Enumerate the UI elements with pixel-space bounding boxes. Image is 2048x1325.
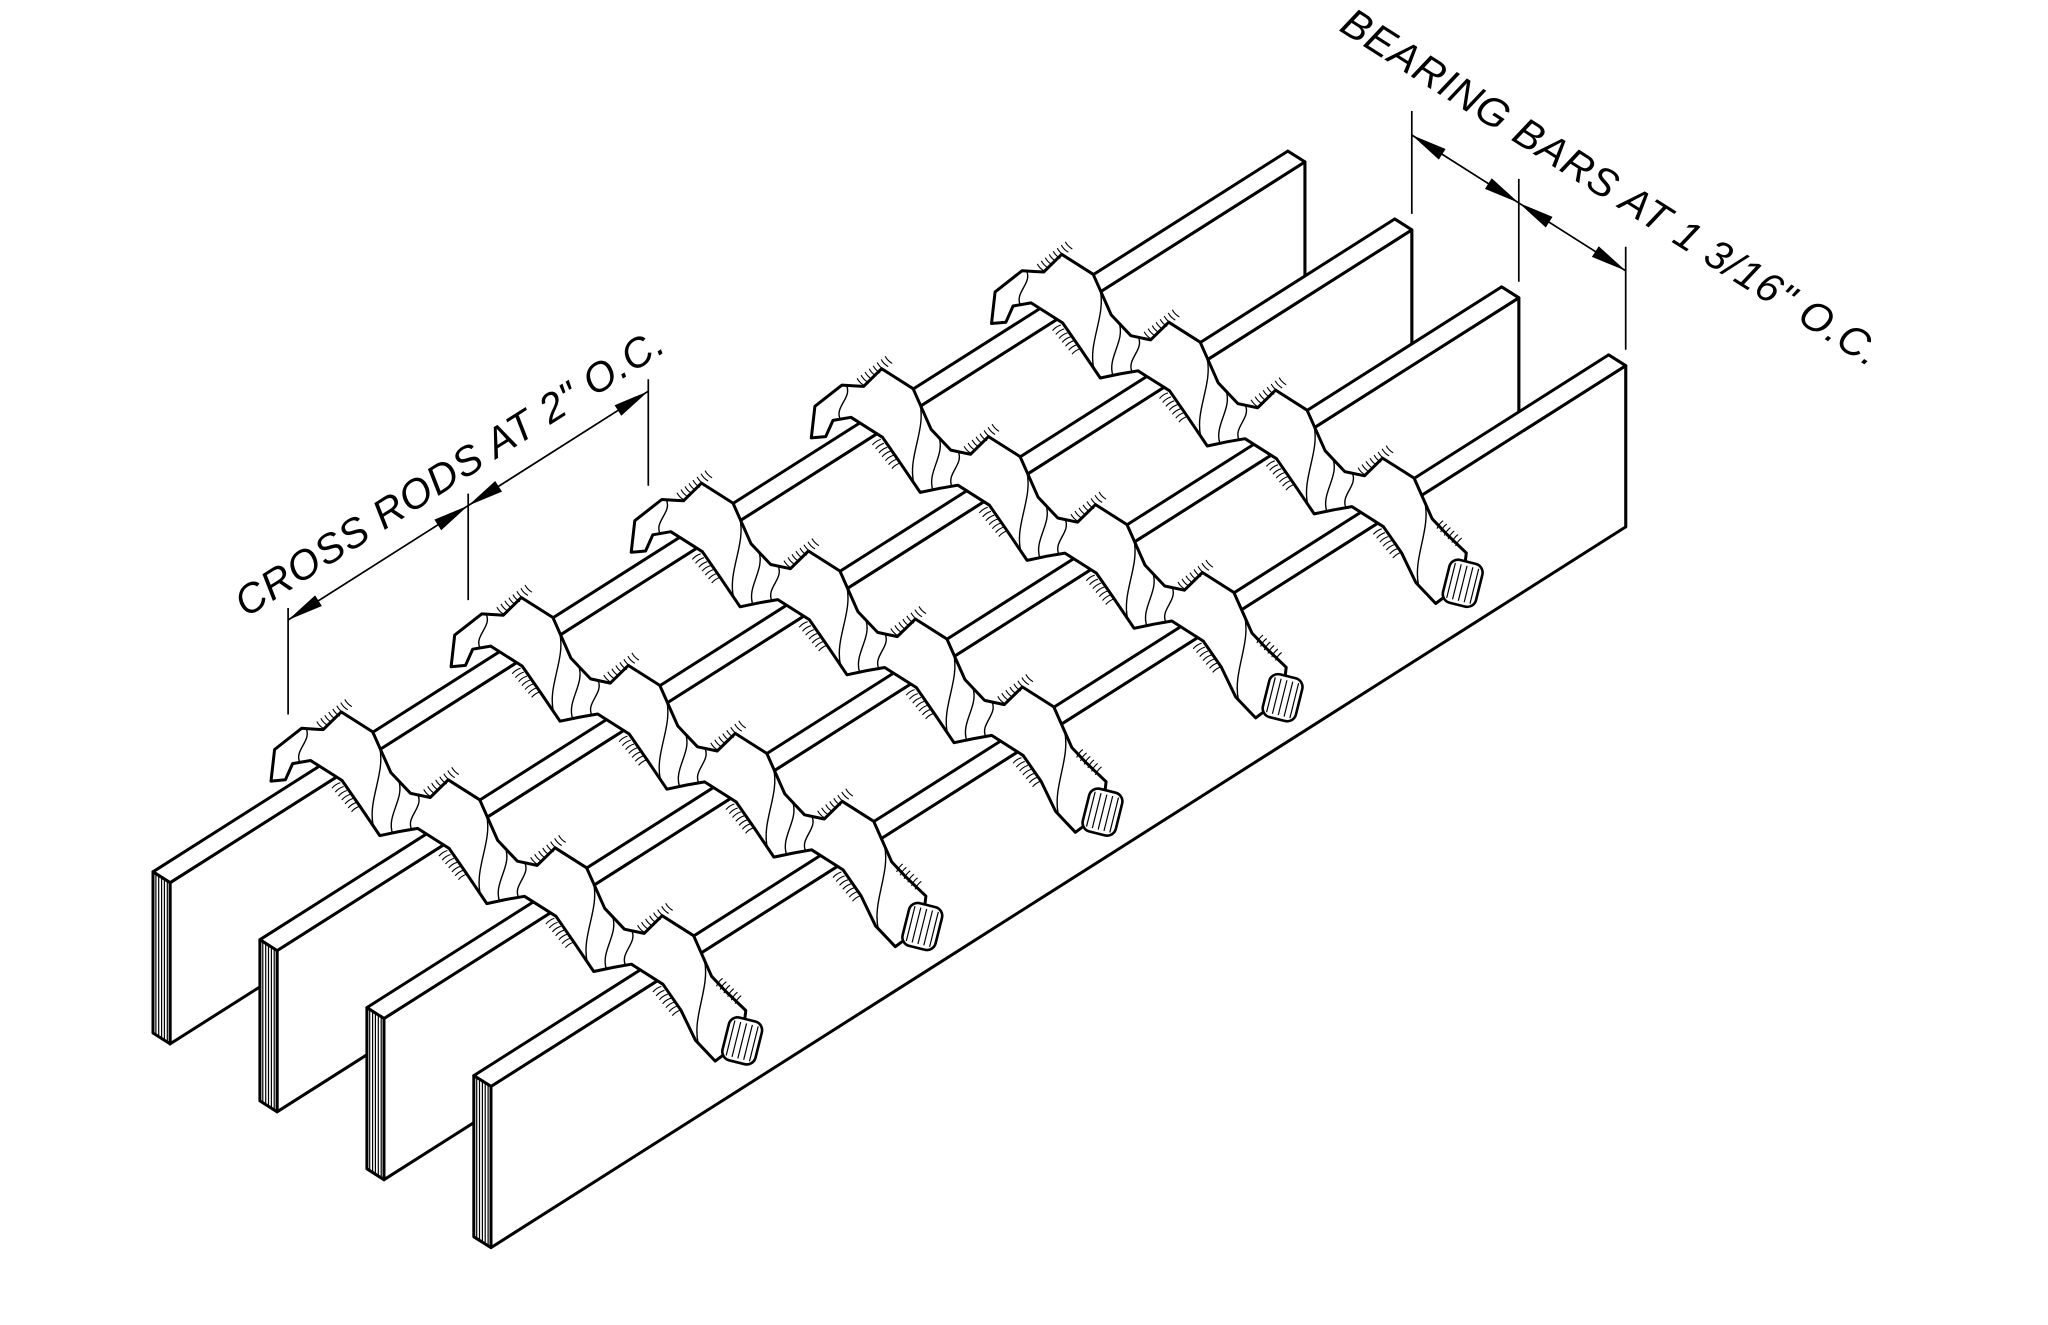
- cross-rod-end-face: [901, 901, 944, 952]
- dimension-line: [1411, 134, 1627, 272]
- cross-rod-end-face: [1081, 787, 1124, 837]
- cross-rod-end-face: [720, 1016, 764, 1066]
- cross-rods-group: [269, 241, 1484, 1066]
- cross-rod: [809, 355, 1304, 723]
- cross-rod: [990, 241, 1484, 609]
- bearing-bars-dimension: [1410, 111, 1627, 350]
- cross-rod: [269, 699, 764, 1066]
- cross-rod-end-face: [1441, 558, 1484, 609]
- cross-rod-end-face: [1261, 672, 1304, 723]
- cross-rod: [629, 470, 1124, 837]
- cross-rods-dimension: [287, 379, 650, 715]
- cross-rod: [449, 584, 944, 952]
